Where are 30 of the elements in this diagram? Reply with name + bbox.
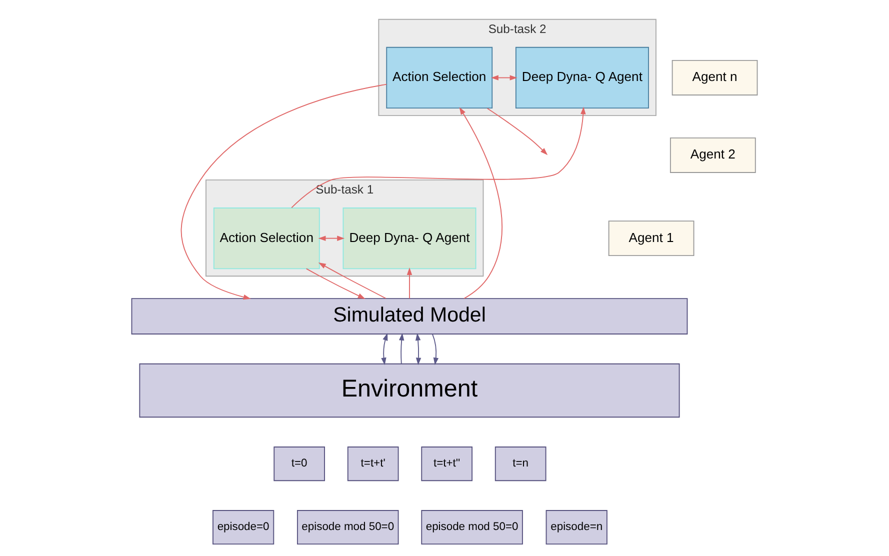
arrow — [398, 332, 404, 364]
arrow — [318, 262, 386, 299]
arrow — [432, 334, 439, 366]
arrow — [406, 267, 412, 299]
arrow — [306, 268, 366, 299]
node-box: episode=n — [546, 510, 608, 545]
node-box: Agent n — [672, 60, 758, 96]
node-box: t=0 — [274, 446, 325, 482]
arrow — [486, 108, 548, 156]
node-box: Agent 2 — [670, 137, 756, 173]
node-box: Action Selection — [213, 208, 320, 270]
node-box: Action Selection — [386, 46, 493, 109]
node-box: Environment — [139, 363, 680, 418]
node-box: t=t+t'' — [421, 446, 472, 482]
node-box: t=n — [494, 446, 546, 482]
node-box: Agent 1 — [608, 220, 694, 256]
node-box: episode=0 — [212, 510, 274, 545]
arrow — [318, 236, 345, 241]
node-box: episode mod 50=0 — [296, 510, 399, 545]
arrow — [180, 84, 388, 300]
node-box: episode mod 50=0 — [421, 510, 523, 545]
arrow — [381, 333, 388, 366]
arrow — [291, 106, 586, 208]
arrow — [415, 332, 422, 366]
node-box: t=t+t' — [347, 446, 399, 482]
node-box: Deep Dyna- Q Agent — [342, 208, 476, 270]
arrow — [459, 107, 502, 299]
node-box: Deep Dyna- Q Agent — [515, 46, 649, 109]
arrow — [490, 75, 518, 80]
node-box: Simulated Model — [131, 298, 688, 334]
